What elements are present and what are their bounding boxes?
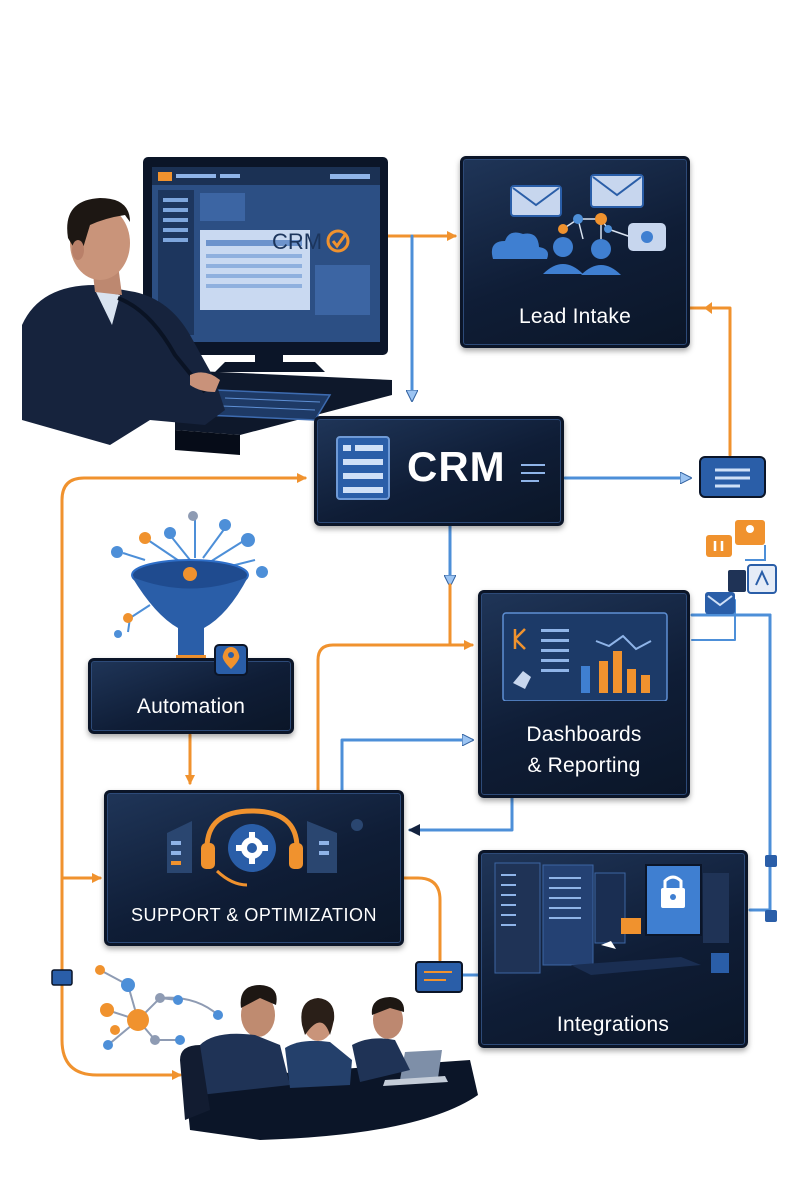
connector-support-to-dashboards-blue [342, 740, 472, 790]
keyboard [205, 390, 330, 420]
lead-intake-label: Lead Intake [463, 305, 687, 329]
integrations-label: Integrations [481, 1013, 745, 1037]
lead-intake-box: Lead Intake [460, 156, 690, 348]
support-headset-gear-icon [107, 793, 397, 893]
dashboard-screen-icon [501, 611, 671, 701]
monitor-crm-label: CRM [272, 229, 322, 255]
person-at-computer-illustration [22, 157, 392, 455]
email-icon-2 [591, 175, 643, 207]
dashboards-box: Dashboards & Reporting [478, 590, 690, 798]
dashboards-label-line2: & Reporting [481, 754, 687, 778]
location-pin-icon [213, 641, 253, 677]
list-tag-icon [416, 962, 462, 992]
connector-dashboards-to-support [410, 798, 512, 830]
connector-lead-intake-to-side-icons [688, 308, 730, 455]
people-icon [543, 237, 621, 275]
integrations-box: Integrations [478, 850, 748, 1048]
automation-box: Automation [88, 658, 294, 734]
mail-tag-icon [705, 592, 735, 614]
automation-label: Automation [91, 695, 291, 719]
monitor-stand [255, 342, 283, 364]
crm-label: CRM [407, 443, 506, 491]
lead-intake-icons [463, 159, 687, 289]
crm-lines-icon [519, 459, 549, 489]
pause-icon [706, 535, 732, 557]
cloud-icon [492, 233, 548, 259]
crm-box: CRM [314, 416, 564, 526]
support-box: SUPPORT & OPTIMIZATION [104, 790, 404, 946]
crm-list-icon [335, 435, 405, 515]
email-icon [511, 186, 561, 216]
server-rack-icon [481, 853, 745, 988]
dashboards-label-line1: Dashboards [481, 723, 687, 747]
support-label: SUPPORT & OPTIMIZATION [107, 905, 401, 926]
small-node-icon [52, 970, 72, 985]
lock-tag-icon [748, 565, 776, 593]
